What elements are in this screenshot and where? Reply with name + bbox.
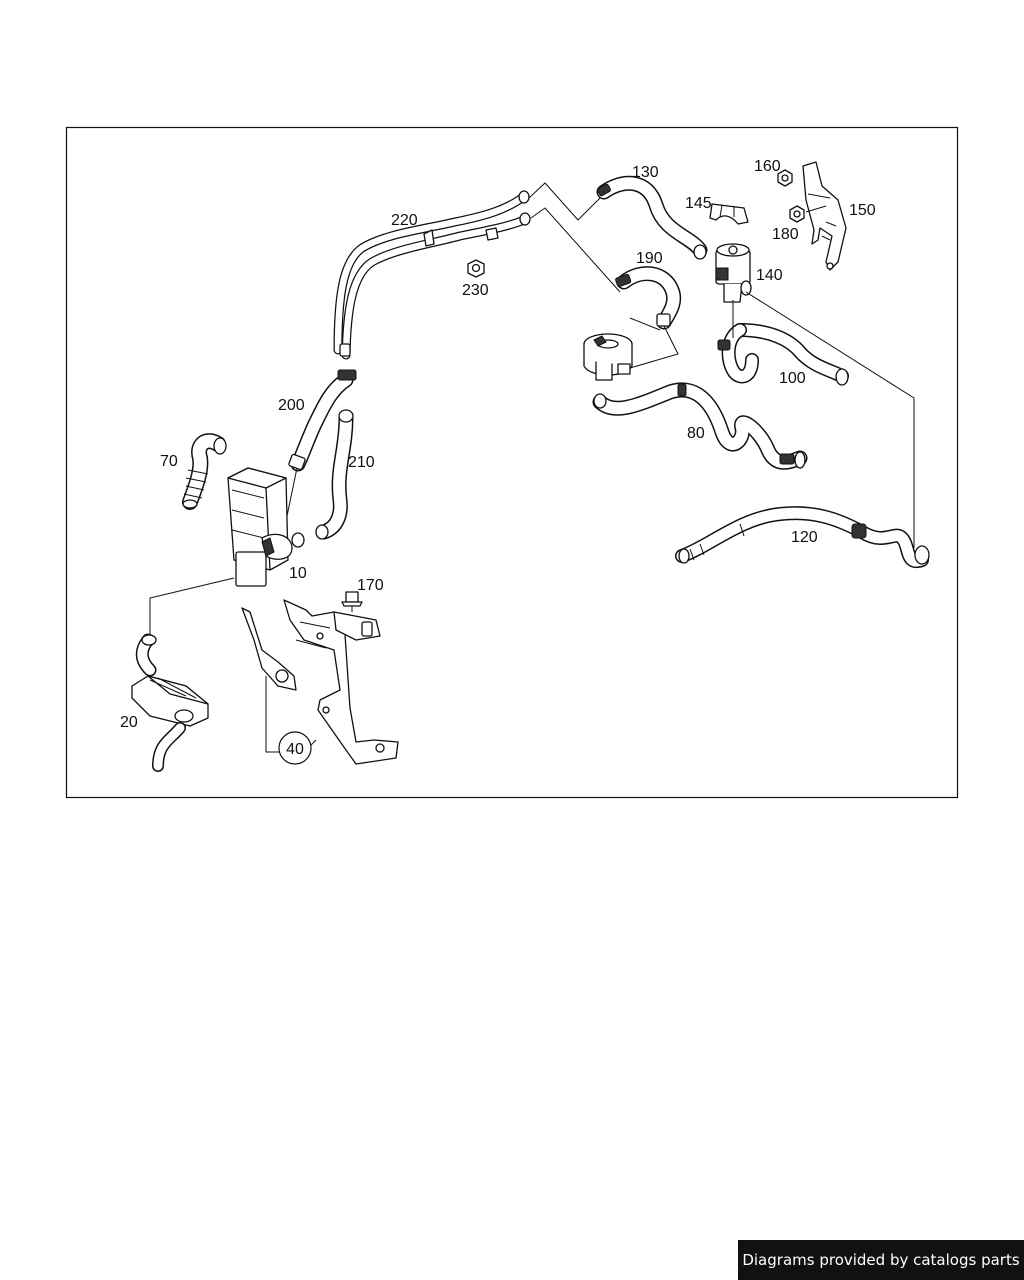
footer-credit-banner: Diagrams provided by catalogs parts: [738, 1240, 1024, 1280]
part-200-hose[interactable]: [281, 369, 357, 541]
callout-130: 130: [632, 164, 659, 181]
callout-220: 220: [391, 212, 418, 229]
part-190-hose[interactable]: [615, 266, 682, 330]
callout-140: 140: [756, 267, 783, 284]
callout-80: 80: [687, 425, 705, 442]
part-aux-pump[interactable]: [583, 333, 633, 381]
part-130-hose[interactable]: [596, 175, 708, 260]
callout-180: 180: [772, 226, 799, 243]
callout-labels: 10 20 40 70 80 100 120 130 140 145 150 1…: [120, 158, 876, 765]
callout-230: 230: [462, 282, 489, 299]
part-120-hose[interactable]: [675, 506, 930, 568]
part-100-hose[interactable]: [717, 300, 849, 386]
callout-160: 160: [754, 158, 781, 175]
callout-100: 100: [779, 370, 806, 387]
part-145-clamp[interactable]: [709, 203, 749, 225]
callout-210: 210: [348, 454, 375, 471]
part-170-bolt[interactable]: [341, 591, 363, 612]
part-70-hose[interactable]: [182, 433, 227, 510]
callout-120: 120: [791, 529, 818, 546]
callout-150: 150: [849, 202, 876, 219]
callout-70: 70: [160, 453, 178, 470]
callout-170: 170: [357, 577, 384, 594]
diagram-frame: [65, 126, 959, 799]
callout-10: 10: [289, 565, 307, 582]
footer-credit-text: Diagrams provided by catalogs parts: [742, 1251, 1020, 1269]
part-160-nut[interactable]: [777, 169, 793, 187]
part-150-bracket[interactable]: [802, 161, 847, 271]
part-80-hose[interactable]: [592, 382, 808, 470]
part-10-heater[interactable]: [227, 467, 305, 587]
part-140-valve[interactable]: [715, 243, 752, 303]
callout-40: 40: [286, 741, 304, 758]
callout-20: 20: [120, 714, 138, 731]
part-210-hose[interactable]: [315, 409, 354, 540]
callout-190: 190: [636, 250, 663, 267]
part-220-twin-pipe[interactable]: [333, 190, 531, 360]
part-40-bracket[interactable]: [241, 599, 399, 765]
callout-40-circle: [278, 731, 312, 765]
part-230-nut[interactable]: [467, 259, 485, 278]
part-20-reservoir[interactable]: [131, 633, 209, 772]
callout-200: 200: [278, 397, 305, 414]
part-180-nut[interactable]: [789, 205, 805, 223]
callout-145: 145: [685, 195, 712, 212]
